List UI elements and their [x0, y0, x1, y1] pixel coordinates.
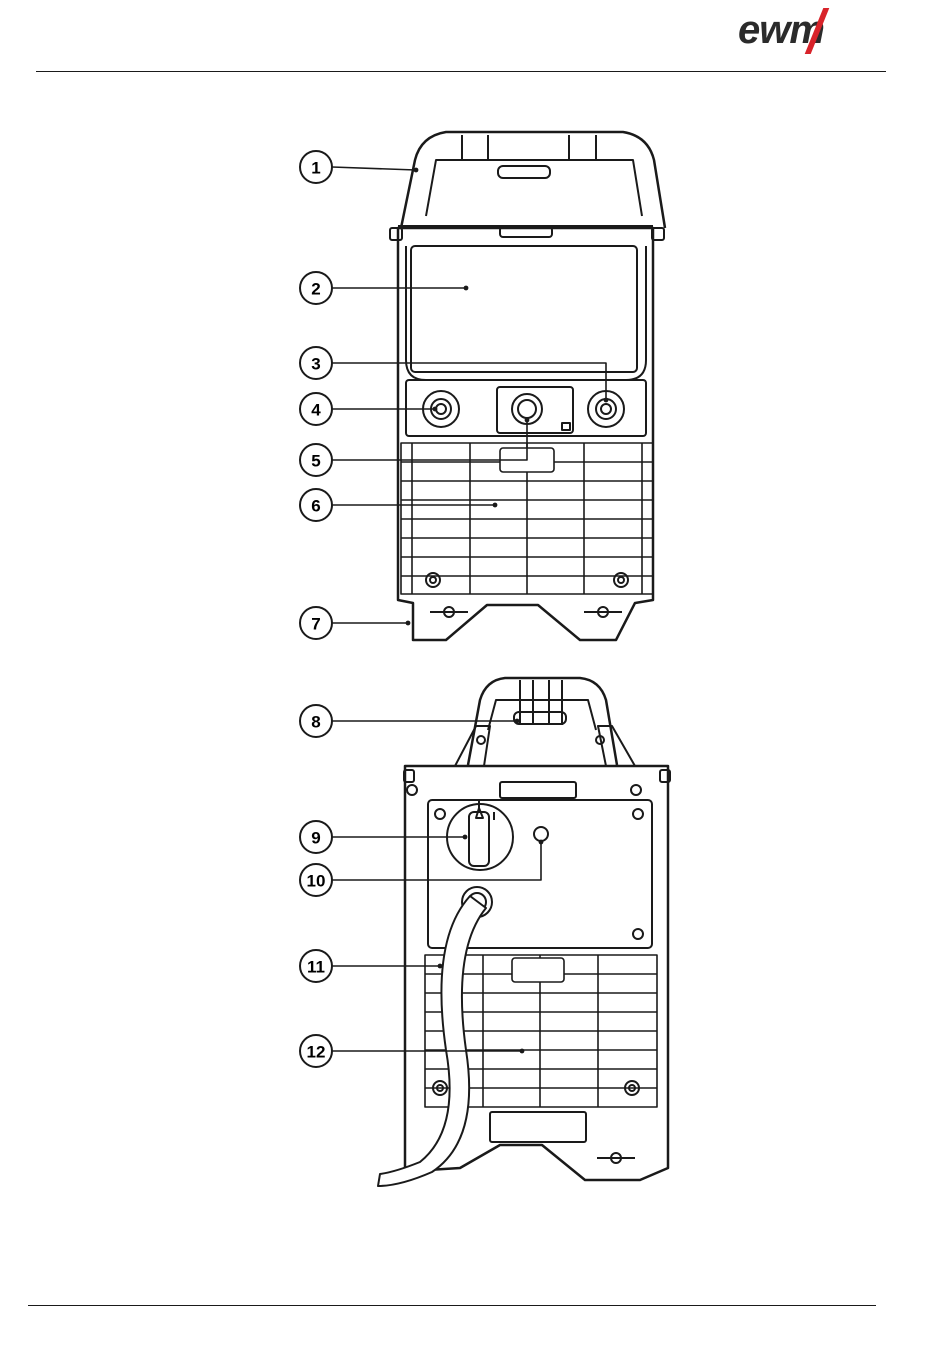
callout-2: 2 [300, 272, 332, 304]
rear-view [378, 678, 670, 1186]
front-view [390, 132, 665, 640]
callout-5-label: 5 [311, 452, 320, 471]
callout-6: 6 [300, 489, 332, 521]
mains-cable [378, 896, 486, 1186]
callout-3-label: 3 [311, 355, 320, 374]
callout-11: 11 [300, 950, 332, 982]
callout-8-label: 8 [311, 713, 320, 732]
callout-9: 9 [300, 821, 332, 853]
control-panel [411, 246, 637, 372]
callout-6-label: 6 [311, 497, 320, 516]
rear-callouts: 8 9 10 11 12 [300, 705, 332, 1067]
callout-12-label: 12 [307, 1043, 326, 1062]
callout-8: 8 [300, 705, 332, 737]
callout-4-label: 4 [311, 401, 321, 420]
callout-1-label: 1 [311, 159, 320, 178]
callout-10: 10 [300, 864, 332, 896]
callout-10-label: 10 [307, 872, 326, 891]
callout-4: 4 [300, 393, 332, 425]
front-grille [401, 443, 653, 594]
callout-2-label: 2 [311, 280, 320, 299]
callout-1: 1 [300, 151, 332, 183]
callout-5: 5 [300, 444, 332, 476]
indicator-lamp [534, 827, 548, 841]
callout-7: 7 [300, 607, 332, 639]
control-panel-frame [406, 246, 646, 380]
callout-3: 3 [300, 347, 332, 379]
callout-7-label: 7 [311, 615, 320, 634]
footer-rule [28, 1305, 876, 1306]
front-callouts: 1 2 3 4 5 6 7 [300, 151, 332, 639]
front-handle [401, 132, 665, 228]
callout-12: 12 [300, 1035, 332, 1067]
callout-11-label: 11 [307, 958, 325, 977]
callout-9-label: 9 [311, 829, 320, 848]
